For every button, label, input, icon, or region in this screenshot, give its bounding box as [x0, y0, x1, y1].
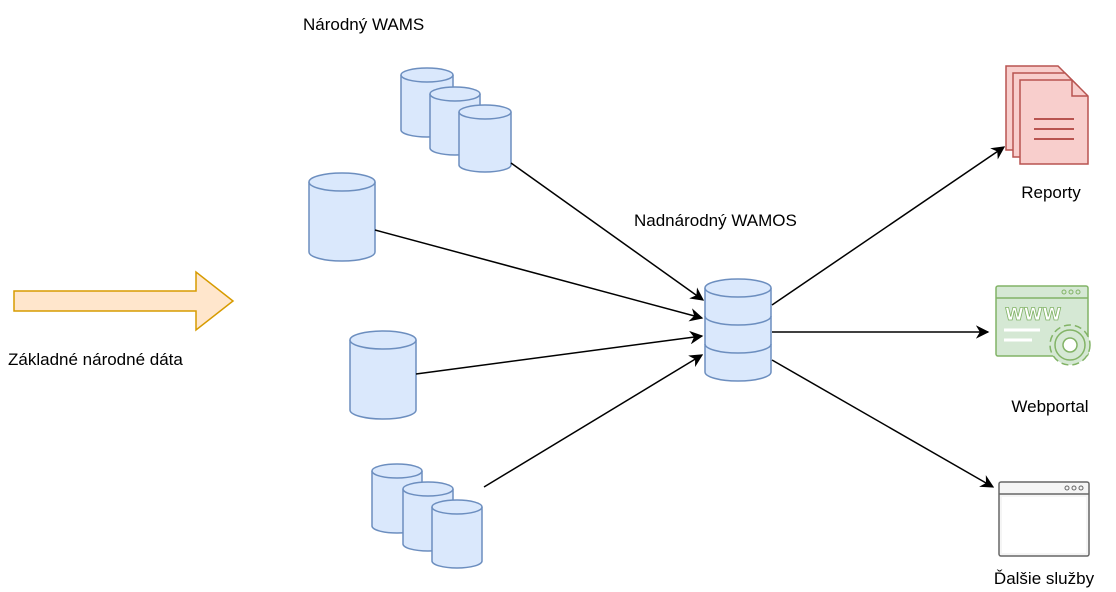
- document-stack-icon: [1005, 65, 1089, 165]
- national-wams-db-single-2: [349, 330, 417, 420]
- other-services-label: Ďalšie služby: [993, 569, 1095, 588]
- edges-in: [374, 162, 705, 488]
- edge-db1-to-wamos: [374, 229, 704, 322]
- basic-data-arrow-icon: [13, 270, 235, 332]
- supranational-wamos-label: Nadnárodný WAMOS: [634, 211, 797, 230]
- database-icon: [458, 104, 512, 173]
- database-icon: [431, 499, 483, 569]
- reports-label: Reporty: [1021, 183, 1081, 202]
- national-wams-label: Národný WAMS: [303, 15, 425, 34]
- national-wams-db-cluster-top: [400, 67, 512, 173]
- edge-wamos-to-reports: [771, 146, 1006, 306]
- www-text: WWW: [1005, 305, 1062, 325]
- edge-bottom-cluster-to-wamos: [483, 354, 704, 488]
- edge-top-cluster-to-wamos: [510, 162, 705, 301]
- national-wams-db-single-1: [308, 172, 376, 262]
- edges-out: [771, 146, 1006, 488]
- database-icon: [308, 172, 376, 262]
- www-gear-icon: WWW: [995, 285, 1091, 366]
- browser-window-icon: [998, 481, 1090, 557]
- supranational-wamos-db-icon: [704, 278, 772, 382]
- database-icon: [349, 330, 417, 420]
- edge-wamos-to-services: [771, 359, 995, 488]
- basic-national-data-label: Základné národné dáta: [8, 350, 183, 369]
- national-wams-db-cluster-bottom: [371, 463, 483, 569]
- edge-db2-to-wamos: [415, 330, 704, 375]
- webportal-label: Webportal: [1011, 397, 1089, 416]
